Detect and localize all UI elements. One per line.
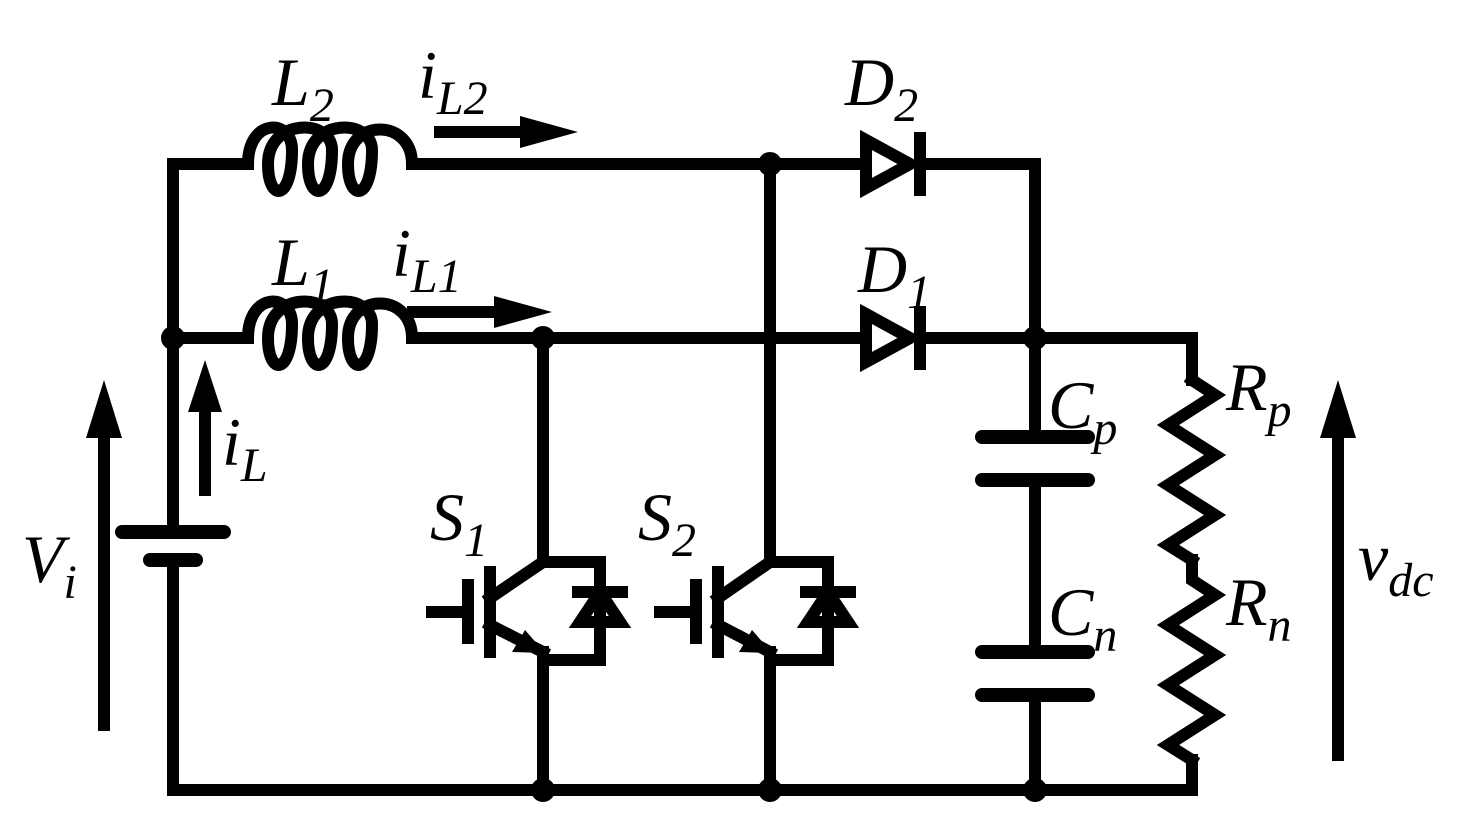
arrow-il1-icon xyxy=(407,296,552,328)
inductor-l2-symbol xyxy=(241,121,419,197)
label-s1: S1 xyxy=(430,479,488,567)
diode-d2-symbol xyxy=(860,129,926,199)
junction-dot xyxy=(758,778,782,802)
junction-dot xyxy=(531,326,555,350)
label-il: iL xyxy=(222,404,268,492)
label-l2: L2 xyxy=(271,44,334,132)
battery-vi-symbol xyxy=(115,525,231,567)
label-d2: D2 xyxy=(844,44,918,132)
resistor-rp-symbol xyxy=(1156,371,1227,569)
junction-dot xyxy=(758,152,782,176)
junction-dot xyxy=(1023,778,1047,802)
label-vdc: vdc xyxy=(1358,519,1434,607)
wires xyxy=(167,158,1198,796)
label-s2: S2 xyxy=(638,479,696,567)
diode-d1-symbol xyxy=(860,303,926,373)
label-vi: Vi xyxy=(22,521,77,609)
resistor-rn-symbol xyxy=(1156,554,1227,769)
arrow-il-icon xyxy=(188,360,222,496)
label-cp: Cp xyxy=(1048,367,1117,455)
capacitor-cn-symbol xyxy=(975,645,1095,702)
label-rp: Rp xyxy=(1225,349,1292,437)
arrow-vi-icon xyxy=(86,380,122,731)
label-cn: Cn xyxy=(1048,574,1117,662)
junction-dot xyxy=(161,326,185,350)
inductor-l1-symbol xyxy=(241,295,419,371)
label-il1: iL1 xyxy=(392,215,462,303)
arrow-il2-icon xyxy=(434,116,578,148)
igbt-s1-symbol xyxy=(426,553,632,666)
arrow-vdc-icon xyxy=(1320,380,1356,761)
label-d1: D1 xyxy=(857,231,931,319)
junction-dot xyxy=(1023,326,1047,350)
d1-output-wire xyxy=(914,332,1198,386)
label-il2: iL2 xyxy=(418,37,488,125)
d2-output-wire xyxy=(914,158,1041,344)
igbt-s2-symbol xyxy=(654,553,860,666)
junctions xyxy=(161,152,1047,802)
bottom-rail-wire xyxy=(167,754,1198,796)
label-l1: L1 xyxy=(271,224,334,312)
capacitor-cp-symbol xyxy=(975,430,1095,487)
junction-dot xyxy=(531,778,555,802)
label-rn: Rn xyxy=(1225,564,1292,652)
